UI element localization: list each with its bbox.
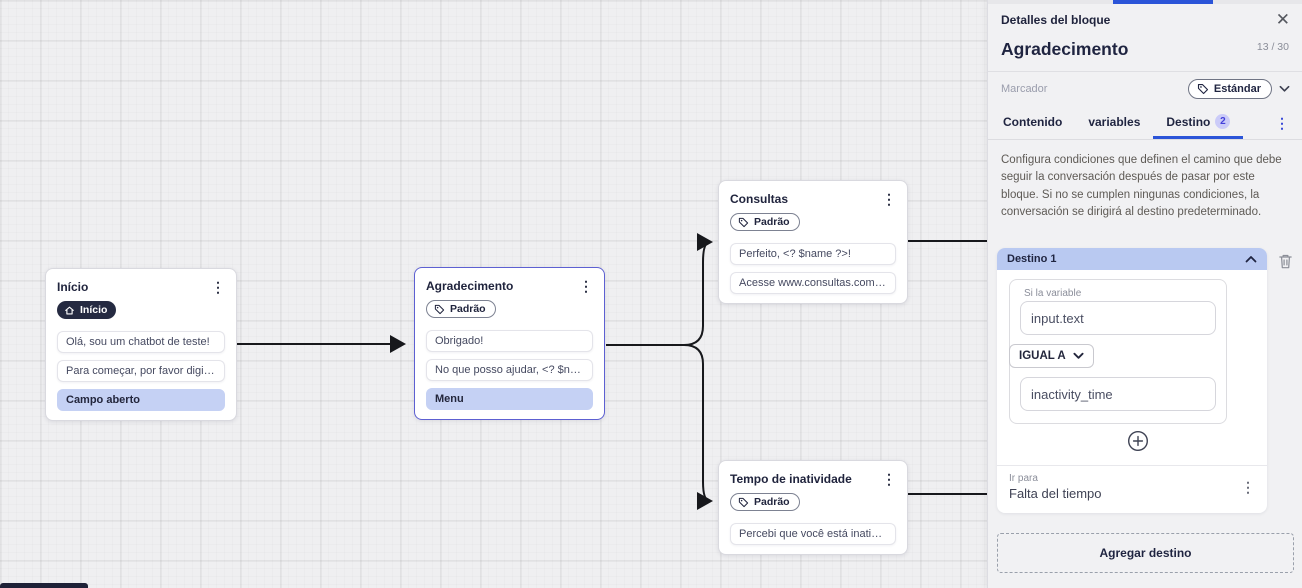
kebab-menu-icon[interactable]: ⋮ bbox=[882, 191, 896, 207]
canvas-toolbar-partial[interactable] bbox=[0, 583, 88, 588]
node-title: Início bbox=[57, 280, 89, 294]
chevron-up-icon[interactable] bbox=[1245, 255, 1257, 263]
add-condition-button[interactable] bbox=[1127, 430, 1149, 456]
node-inicio[interactable]: Início ⋮ Início Olá, sou um chatbot de t… bbox=[45, 268, 237, 421]
message-row[interactable]: Obrigado! bbox=[426, 329, 593, 352]
marker-input[interactable]: Marcador bbox=[1001, 83, 1048, 95]
home-icon bbox=[65, 306, 74, 314]
destino-header[interactable]: Destino 1 bbox=[997, 248, 1267, 270]
tab-contenido[interactable]: Contenido bbox=[1003, 114, 1063, 129]
open-field-row[interactable]: Campo aberto bbox=[57, 388, 225, 411]
node-title: Agradecimento bbox=[426, 279, 514, 293]
destination-description: Configura condiciones que definen el cam… bbox=[1001, 154, 1282, 218]
tabs-kebab-icon[interactable]: ⋮ bbox=[1275, 114, 1289, 131]
goto-kebab-icon[interactable]: ⋮ bbox=[1241, 479, 1255, 495]
delete-destino-button[interactable] bbox=[1278, 253, 1293, 270]
menu-row[interactable]: Menu bbox=[426, 387, 593, 410]
active-tab-indicator bbox=[1113, 0, 1213, 4]
top-tab-strip bbox=[988, 0, 1302, 4]
message-row[interactable]: Percebi que você está inativo. C... bbox=[730, 522, 896, 545]
message-row[interactable]: Para começar, por favor digite o ... bbox=[57, 359, 225, 382]
chevron-down-icon[interactable] bbox=[1279, 85, 1290, 93]
message-row[interactable]: No que posso ajudar, <? $name ... bbox=[426, 358, 593, 381]
message-row[interactable]: Olá, sou um chatbot de teste! bbox=[57, 330, 225, 353]
tab-variables[interactable]: variables bbox=[1088, 114, 1141, 129]
node-title: Tempo de inatividade bbox=[730, 472, 852, 486]
operator-dropdown[interactable]: IGUAL A bbox=[1009, 344, 1094, 368]
plus-circle-icon bbox=[1127, 430, 1149, 452]
condition-label: Si la variable bbox=[1024, 288, 1082, 299]
kebab-menu-icon[interactable]: ⋮ bbox=[579, 278, 593, 294]
chevron-down-icon bbox=[1073, 352, 1084, 359]
node-consultas[interactable]: Consultas ⋮ Padrão Perfeito, <? $name ?>… bbox=[718, 180, 908, 304]
tag-icon bbox=[738, 217, 749, 227]
node-type-badge: Padrão bbox=[730, 493, 800, 511]
destino-card: Destino 1 Si la variable IGUAL A bbox=[997, 248, 1267, 513]
condition-card: Si la variable IGUAL A bbox=[1009, 279, 1227, 424]
node-type-badge: Padrão bbox=[426, 300, 496, 318]
message-row[interactable]: Perfeito, <? $name ?>! bbox=[730, 242, 896, 265]
block-name-field[interactable]: Agradecimento bbox=[1001, 39, 1129, 59]
goto-value[interactable]: Falta del tiempo bbox=[1009, 486, 1102, 501]
node-type-badge: Início bbox=[57, 301, 117, 319]
close-icon[interactable]: ✕ bbox=[1275, 10, 1290, 29]
node-agradecimento[interactable]: Agradecimento ⋮ Padrão Obrigado! No que … bbox=[414, 267, 605, 420]
standard-tag-chip[interactable]: Estándar bbox=[1187, 79, 1272, 99]
block-details-panel: Detalles del bloque ✕ Agradecimento 13 /… bbox=[987, 0, 1302, 588]
panel-title: Detalles del bloque bbox=[1001, 12, 1111, 27]
kebab-menu-icon[interactable]: ⋮ bbox=[211, 279, 225, 295]
message-row[interactable]: Acesse www.consultas.com par... bbox=[730, 271, 896, 294]
tab-destino[interactable]: Destino 2 bbox=[1153, 106, 1244, 139]
node-tempo-inatividade[interactable]: Tempo de inatividade ⋮ Padrão Percebi qu… bbox=[718, 460, 908, 555]
kebab-menu-icon[interactable]: ⋮ bbox=[882, 471, 896, 487]
tag-icon bbox=[434, 304, 445, 314]
trash-icon bbox=[1279, 254, 1292, 269]
compare-value-input[interactable] bbox=[1020, 377, 1216, 411]
add-destino-button[interactable]: Agregar destino bbox=[997, 533, 1294, 573]
destino-count-badge: 2 bbox=[1215, 114, 1231, 129]
tag-icon bbox=[1197, 83, 1208, 95]
goto-label: Ir para bbox=[1009, 473, 1038, 484]
tag-icon bbox=[738, 497, 749, 507]
node-type-badge: Padrão bbox=[730, 213, 800, 231]
char-counter: 13 / 30 bbox=[1256, 41, 1289, 53]
variable-input[interactable] bbox=[1020, 301, 1216, 335]
node-title: Consultas bbox=[730, 192, 789, 206]
